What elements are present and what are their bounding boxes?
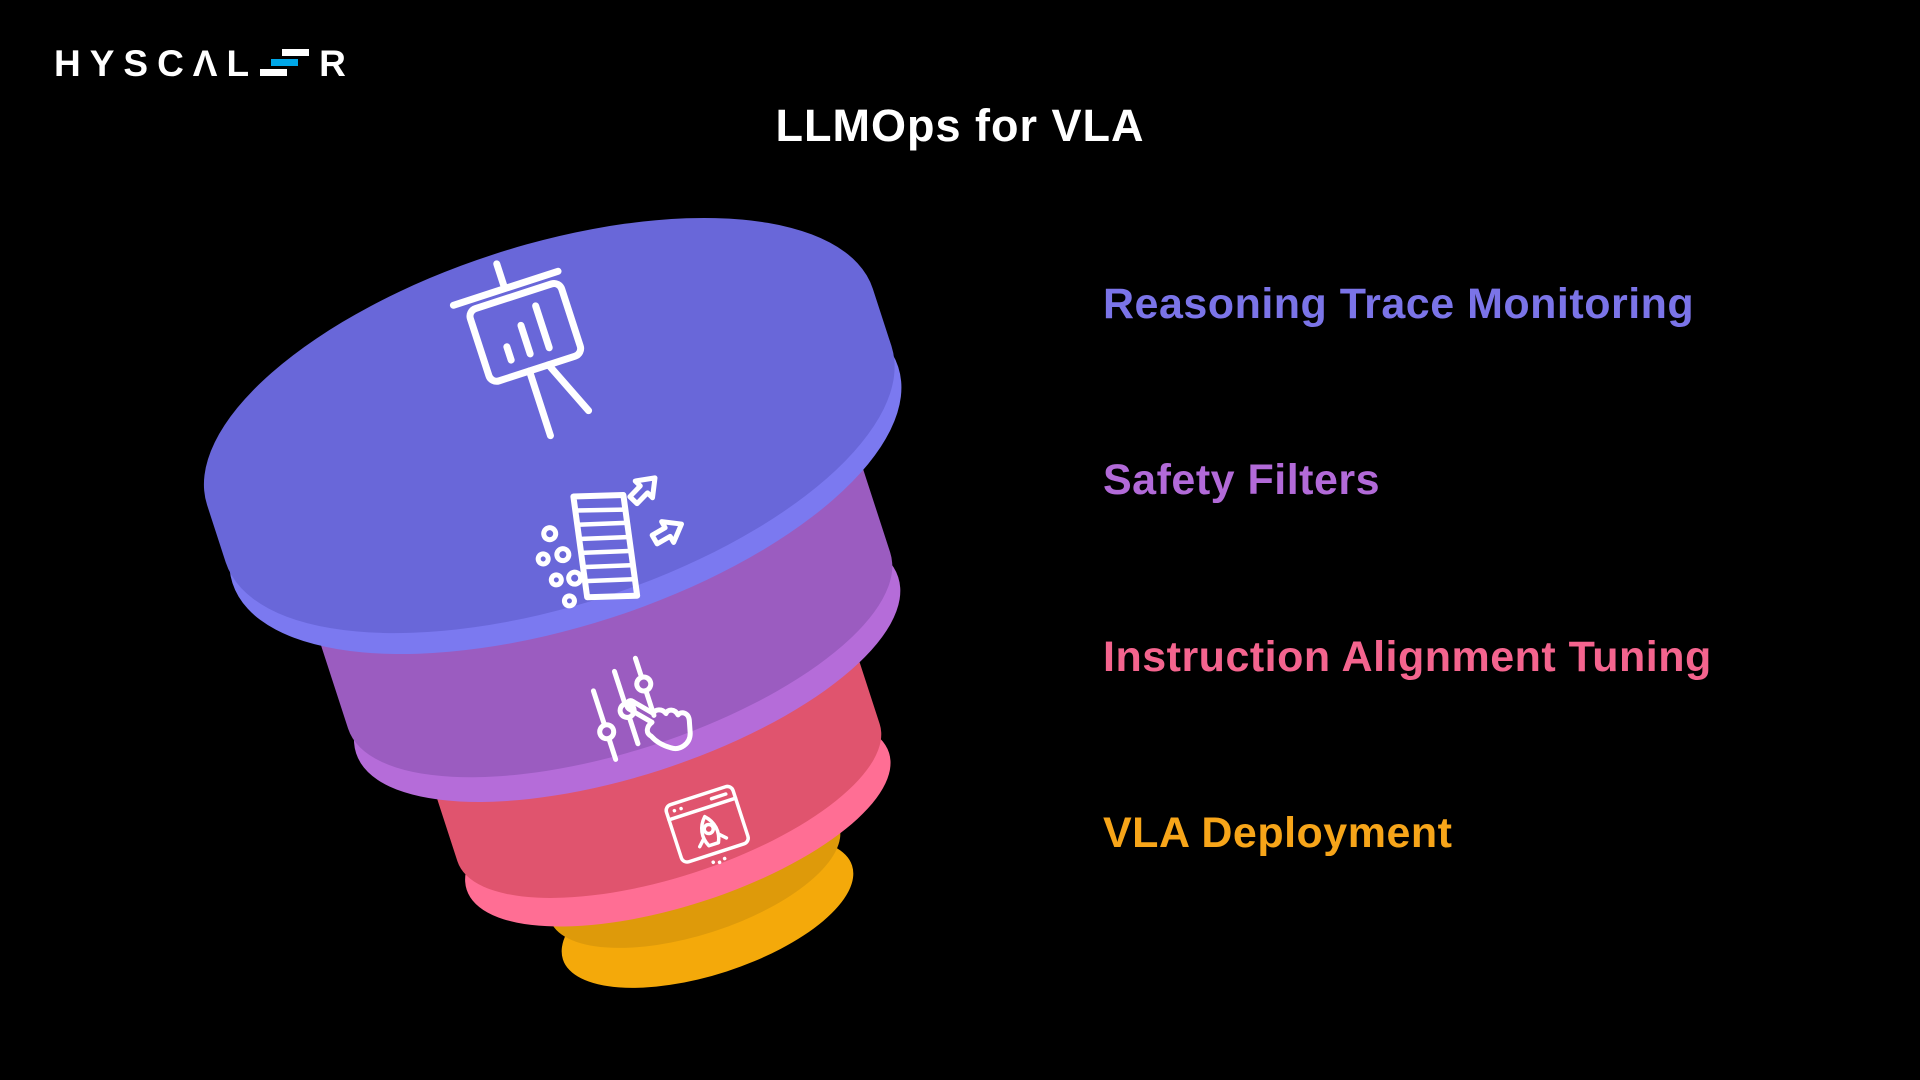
hyscaler-logo: HYSCΛL R bbox=[54, 38, 355, 88]
logo-e-bar-middle bbox=[271, 59, 299, 66]
stage-label-instruction-alignment-tuning: Instruction Alignment Tuning bbox=[1103, 633, 1712, 681]
rocket-window-icon bbox=[664, 784, 750, 865]
logo-e-bar-bottom bbox=[260, 69, 288, 76]
logo-text-prefix: HYSCΛL bbox=[54, 42, 259, 84]
funnel-diagram bbox=[203, 217, 902, 988]
sliders-hand-icon bbox=[590, 655, 693, 762]
logo-e-bars-icon bbox=[260, 49, 310, 77]
stage-label-reasoning-trace-monitoring: Reasoning Trace Monitoring bbox=[1103, 280, 1695, 328]
logo-text-suffix: R bbox=[319, 42, 355, 84]
stage-label-safety-filters: Safety Filters bbox=[1103, 456, 1381, 504]
filter-icon bbox=[535, 475, 685, 609]
logo-e-bar-top bbox=[282, 49, 310, 56]
presentation-chart-icon bbox=[449, 260, 593, 440]
stage-label-vla-deployment: VLA Deployment bbox=[1103, 809, 1453, 857]
page-title: LLMOps for VLA bbox=[775, 100, 1145, 151]
